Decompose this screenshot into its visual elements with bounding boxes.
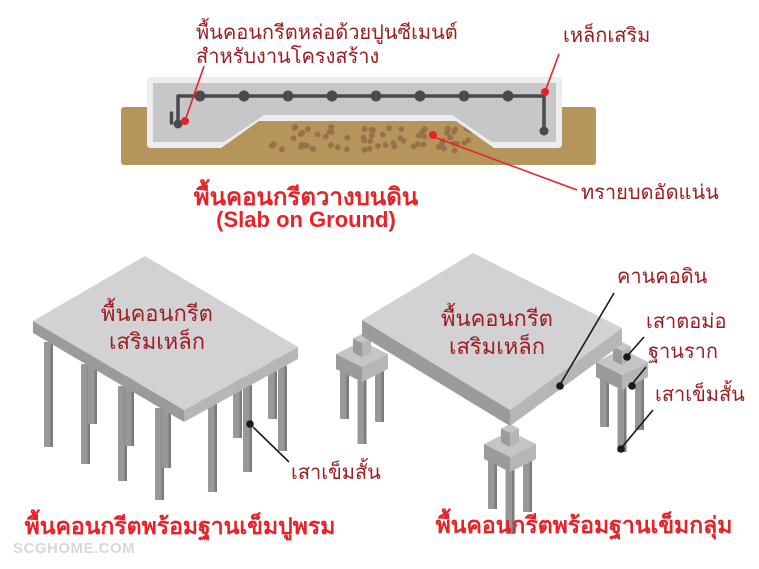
label-short-pile-left: เสาเข็มสั้น xyxy=(291,462,381,484)
slab-label-left-line2: เสริมเหล็ก xyxy=(108,329,206,354)
slab-beam-side-left xyxy=(362,320,510,426)
scghome-watermark: SCGHOME.COM xyxy=(13,540,136,557)
leader-cast-concrete xyxy=(185,65,205,119)
label-cast-concrete-line2: สำหรับงานโครงสร้าง xyxy=(196,46,380,68)
slab-label-right: พื้นคอนกรีต เสริมเหล็ก xyxy=(441,305,553,361)
slab-label-right-line1: พื้นคอนกรีต xyxy=(441,306,553,331)
slab-top-face xyxy=(33,256,298,410)
compacted-sand-dots xyxy=(268,124,474,154)
label-short-pile-right: เสาเข็มสั้น xyxy=(655,384,745,406)
slab-on-ground-diagram xyxy=(121,53,596,191)
pile-group xyxy=(484,424,536,534)
leader-dot xyxy=(429,131,437,139)
black-leader-lines xyxy=(556,292,654,453)
leader-dot xyxy=(181,117,189,125)
label-cast-concrete-line1: พื้นคอนกรีตหล่อด้วยปูนซีเมนต์ xyxy=(196,22,458,44)
rebar-mesh xyxy=(169,90,549,136)
label-rebar: เหล็กเสริม xyxy=(563,25,651,47)
slab-label-right-line2: เสริมเหล็ก xyxy=(448,334,546,359)
leader-rebar xyxy=(545,53,560,90)
short-piles xyxy=(44,342,287,500)
slab-side-left xyxy=(33,321,184,422)
pile-group-diagram xyxy=(336,253,654,534)
leader-stub-column xyxy=(628,336,645,355)
leader-footing xyxy=(632,366,647,384)
label-compacted-sand: ทรายบดอัดแน่น xyxy=(581,182,719,204)
red-leader-lines xyxy=(181,53,578,191)
footing-pile-groups xyxy=(336,334,648,534)
leader-dot xyxy=(541,88,549,96)
leader-dot xyxy=(623,353,631,361)
leader-dot xyxy=(628,382,636,390)
label-stub-column: เสาตอม่อ xyxy=(646,311,727,333)
leader-short-pile xyxy=(622,409,654,447)
pile-group xyxy=(336,334,388,444)
slab-label-left-line1: พื้นคอนกรีต xyxy=(101,301,213,326)
pile-group xyxy=(596,342,648,452)
label-cast-concrete: พื้นคอนกรีตหล่อด้วยปูนซีเมนต์ สำหรับงานโ… xyxy=(196,21,458,69)
leader-dot xyxy=(617,445,625,453)
caption-pile-mat: พื้นคอนกรีตพร้อมฐานเข็มปูพรม xyxy=(24,513,336,539)
black-leader-short-pile xyxy=(246,420,290,463)
leader-sand xyxy=(433,136,578,191)
slab-top-face xyxy=(362,253,622,410)
leader-dot xyxy=(556,382,564,390)
caption-pile-group: พื้นคอนกรีตพร้อมฐานเข็มกลุ่ม xyxy=(435,512,733,538)
slab-label-left: พื้นคอนกรีต เสริมเหล็ก xyxy=(101,300,213,356)
label-footing: ฐานราก xyxy=(648,341,719,363)
slab-beam-side-right xyxy=(510,328,622,426)
caption-slab-on-ground-th: พื้นคอนกรีตวางบนดิน xyxy=(193,184,419,211)
caption-slab-on-ground-en: (Slab on Ground) xyxy=(216,207,396,232)
slab-side-right xyxy=(184,347,298,422)
pile-mat-diagram xyxy=(33,256,298,500)
label-ground-beam: คานคอดิน xyxy=(617,266,708,288)
leader-ground-beam xyxy=(560,292,615,384)
